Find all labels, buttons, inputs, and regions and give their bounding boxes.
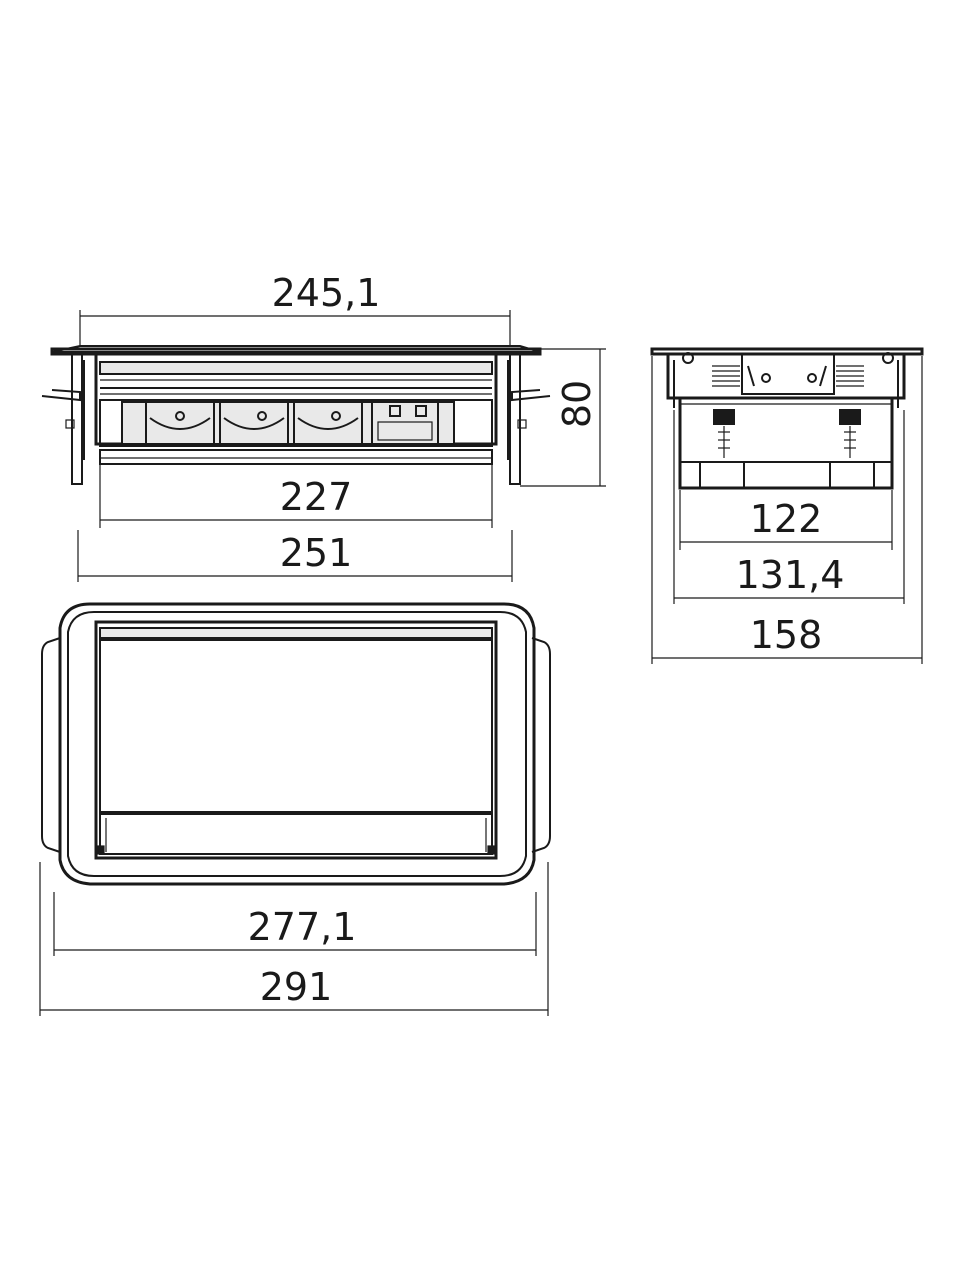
dim-front-inner: 227 [280,475,353,519]
dim-front-outer: 251 [280,531,353,575]
dim-side-inner: 122 [750,497,823,541]
socket-3 [293,401,363,445]
side-view: 122 131,4 158 [650,347,924,664]
dim-plan-inner: 277,1 [248,905,357,949]
front-view: 245,1 80 227 251 [41,271,606,582]
dim-plan-outer: 291 [260,965,333,1009]
dim-side-outer: 158 [750,613,823,657]
socket-2 [219,401,289,445]
socket-1 [145,401,215,445]
plan-view: 277,1 291 [39,602,551,1016]
dim-front-height: 80 [555,380,599,428]
dim-side-mid: 131,4 [736,553,845,597]
usb-module [371,401,439,445]
dim-front-top: 245,1 [272,271,381,315]
